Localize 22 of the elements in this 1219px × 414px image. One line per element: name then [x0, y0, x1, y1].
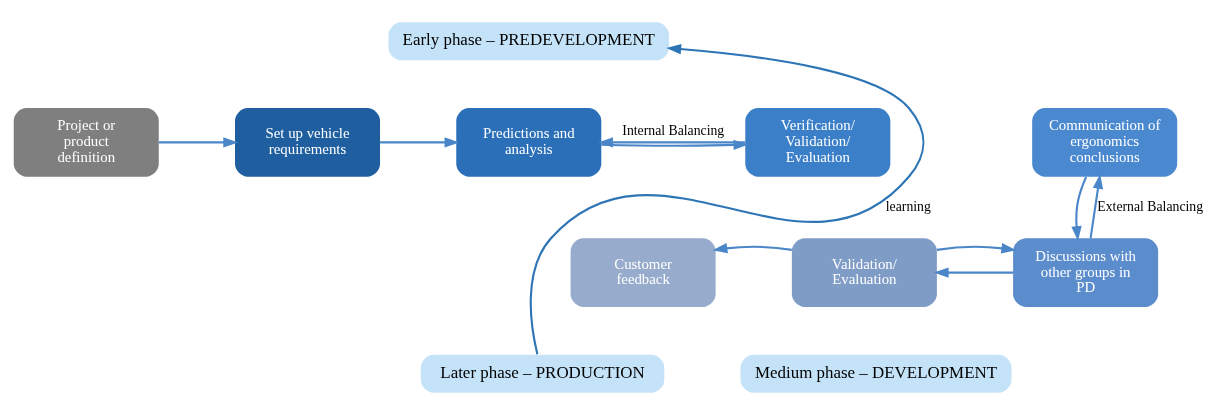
- arrow: [936, 242, 1017, 253]
- node-box: Discussions with other groups in PD: [1013, 237, 1159, 307]
- edge-label: Internal Balancing: [622, 122, 725, 138]
- arrow: [529, 43, 925, 355]
- node-box: Communication of ergonomics conclusions: [1032, 107, 1178, 177]
- arrow: [712, 242, 792, 253]
- arrow: [380, 136, 460, 148]
- node-box: Customer feedback: [570, 237, 716, 307]
- node-box: Predictions and analysis: [456, 107, 602, 177]
- arrow: [1089, 173, 1104, 238]
- edge-label: External Balancing: [1097, 198, 1204, 214]
- edge-label: learning: [885, 198, 931, 214]
- node-box: Set up vehicle requirements: [235, 107, 381, 177]
- node-box: Early phase – PREDEVELOPMENT: [388, 21, 670, 60]
- arrow: [1071, 176, 1088, 241]
- node-box: Later phase – PRODUCTION: [420, 354, 665, 393]
- node-box: Project or product definition: [13, 107, 159, 177]
- arrow: [158, 136, 239, 148]
- node-box: Verification/ Validation/ Evaluation: [745, 107, 891, 177]
- node-box: Validation/ Evaluation: [791, 237, 937, 307]
- arrow: [933, 266, 1014, 278]
- node-box: Medium phase – DEVELOPMENT: [740, 354, 1012, 393]
